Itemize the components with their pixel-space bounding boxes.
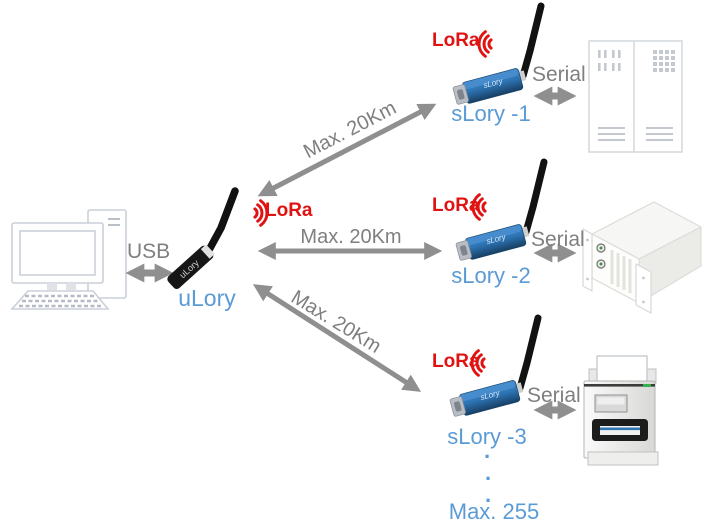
printer-icon — [583, 355, 659, 466]
slory1-device — [452, 6, 541, 107]
desktop-computer-icon — [10, 209, 127, 310]
slory3-label: sLory -3 — [447, 424, 527, 449]
more-devices-dot-3: · — [485, 488, 493, 513]
serial-label-2: Serial — [531, 228, 585, 251]
serial-arrows — [533, 86, 577, 420]
ulory-lora-label: LoRa — [265, 200, 313, 221]
range-arrows — [252, 103, 443, 392]
slory1-lora-label: LoRa — [432, 30, 480, 51]
serial-label-1: Serial — [532, 63, 586, 86]
range-arrow-1 — [257, 103, 437, 197]
slory3-lora-label: LoRa — [432, 351, 480, 372]
ulory-antenna — [205, 187, 239, 254]
range-label-2: Max. 20Km — [300, 226, 402, 248]
more-devices-dot-1: · — [484, 444, 492, 469]
server-icon — [582, 201, 702, 314]
ulory-label: uLory — [178, 285, 236, 311]
ulory-device: uLory — [167, 187, 239, 289]
serial-label-3: Serial — [527, 384, 581, 407]
slory2-lora-label: LoRa — [432, 195, 480, 216]
max-nodes-label: Max. 255 — [448, 499, 540, 524]
cabinet-icon — [588, 40, 683, 153]
slory2-label: sLory -2 — [451, 263, 531, 288]
slory1-lora-waves-icon — [477, 30, 493, 58]
usb-label: USB — [127, 240, 171, 263]
slory1-label: sLory -1 — [451, 101, 531, 126]
more-devices-dot-2: · — [485, 466, 493, 491]
range-arrow-3 — [252, 284, 422, 392]
